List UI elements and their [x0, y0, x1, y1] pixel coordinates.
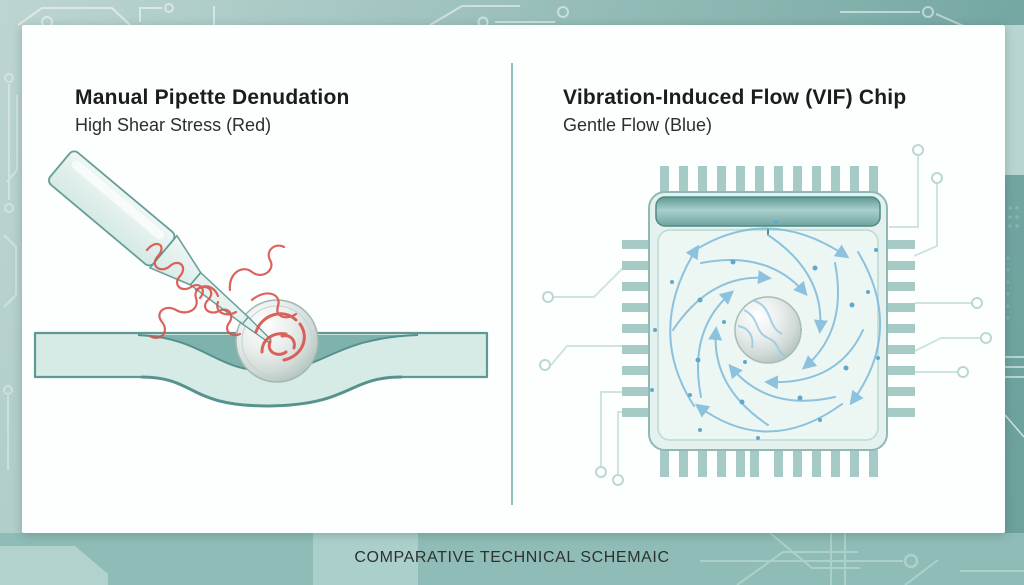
panel-divider: [511, 63, 513, 505]
schematic-panel: Manual Pipette Denudation High Shear Str…: [22, 25, 1005, 533]
right-panel-title: Vibration-Induced Flow (VIF) Chip: [563, 86, 907, 109]
left-panel-title: Manual Pipette Denudation: [75, 86, 350, 109]
right-panel-subtitle: Gentle Flow (Blue): [563, 115, 713, 136]
chip-pins: [622, 166, 915, 477]
footer-circuit-traces: [700, 532, 1024, 585]
shear-stress-turbulence: [145, 242, 306, 362]
footer-band-light-block: [313, 533, 418, 585]
chip-external-traces: [539, 144, 992, 486]
pipette-denudation-illustration: [33, 150, 489, 408]
right-title-block: Vibration-Induced Flow (VIF) Chip Gentle…: [563, 85, 906, 137]
vif-chip-illustration: [539, 144, 992, 486]
right-strip-decor: [1004, 25, 1024, 438]
cell-flow-lines: [737, 299, 787, 357]
footer-caption: COMPARATIVE TECHNICAL SCHEMAIC: [354, 549, 670, 566]
panel-artwork: [33, 144, 992, 486]
footer-band: [0, 533, 1024, 585]
oocyte-cell-right: [734, 296, 802, 364]
left-panel-subtitle: High Shear Stress (Red): [75, 115, 272, 136]
flow-particles: [650, 220, 880, 440]
oocyte-cell-left: [235, 299, 319, 383]
left-strip-traces: [3, 73, 18, 470]
chip-top-bar: [655, 196, 881, 227]
footer-corner-polygon: [0, 546, 108, 585]
gentle-flow-vortex: [669, 227, 881, 433]
dish-dip-accent: [140, 375, 403, 408]
left-title-block: Manual Pipette Denudation High Shear Str…: [75, 85, 350, 137]
